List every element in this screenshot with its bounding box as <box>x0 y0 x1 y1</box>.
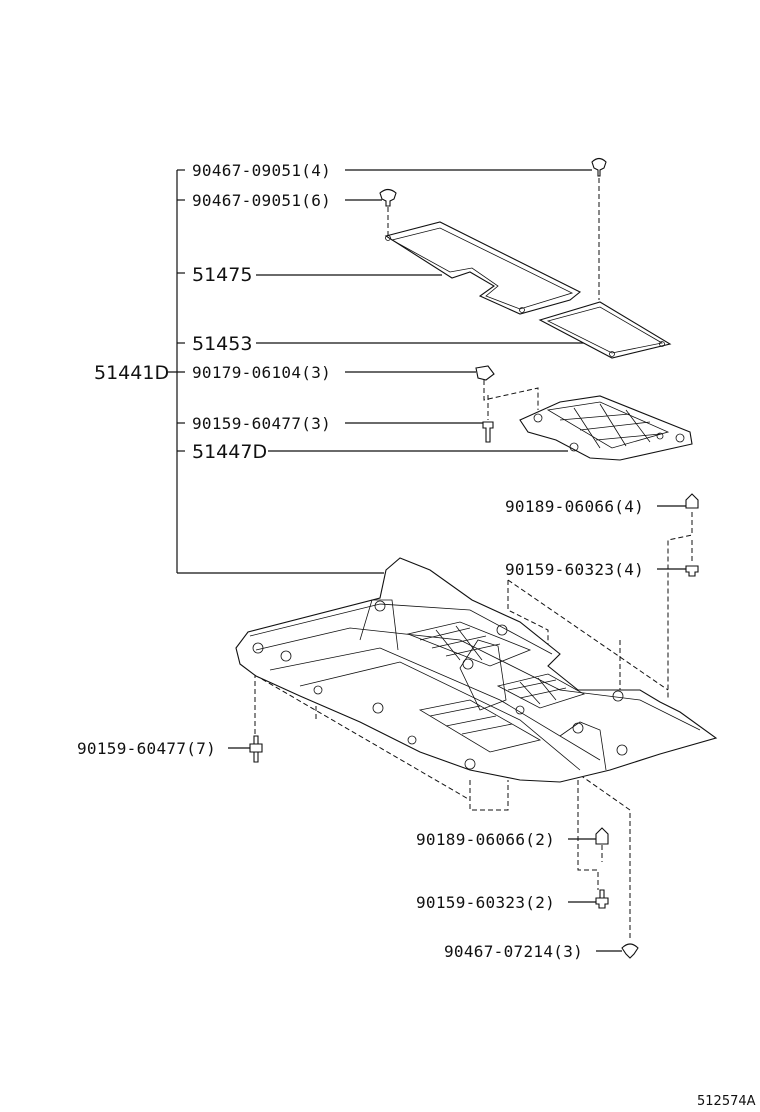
clip-icon <box>379 188 397 207</box>
label-90467-09051-4: 90467-09051(4) <box>192 161 331 180</box>
label-90467-09051-6: 90467-09051(6) <box>192 191 331 210</box>
label-90159-60477-3: 90159-60477(3) <box>192 414 331 433</box>
bolt-icon <box>249 735 263 763</box>
bolt-icon <box>482 421 494 443</box>
cover-51447D <box>519 395 693 461</box>
nut-icon <box>475 365 495 381</box>
engine-under-cover <box>235 557 718 783</box>
labels: 90467-09051(4) 90467-09051(6) 51475 5145… <box>77 161 756 1109</box>
nut-icon <box>685 493 699 509</box>
label-51475: 51475 <box>192 264 252 286</box>
figure-id: 512574A <box>697 1094 756 1109</box>
panel-51453 <box>538 301 672 359</box>
label-51453: 51453 <box>192 333 252 355</box>
label-90159-60477-7: 90159-60477(7) <box>77 739 216 758</box>
nut-icon <box>595 827 609 845</box>
assembly-dashes <box>254 178 693 940</box>
label-90467-07214-3: 90467-07214(3) <box>444 942 583 961</box>
clip-icon <box>591 157 607 177</box>
label-51441D: 51441D <box>94 362 169 384</box>
fasteners <box>249 157 699 959</box>
bolt-icon <box>595 889 609 909</box>
leader-lines <box>168 169 686 952</box>
label-90159-60323-2: 90159-60323(2) <box>416 893 555 912</box>
label-90159-60323-4: 90159-60323(4) <box>505 560 644 579</box>
clip-icon <box>621 943 639 959</box>
label-51447D: 51447D <box>192 441 267 463</box>
label-90189-06066-4: 90189-06066(4) <box>505 497 644 516</box>
bolt-icon <box>685 565 699 577</box>
panel-51475 <box>384 221 582 315</box>
label-90179-06104-3: 90179-06104(3) <box>192 363 331 382</box>
label-90189-06066-2: 90189-06066(2) <box>416 830 555 849</box>
